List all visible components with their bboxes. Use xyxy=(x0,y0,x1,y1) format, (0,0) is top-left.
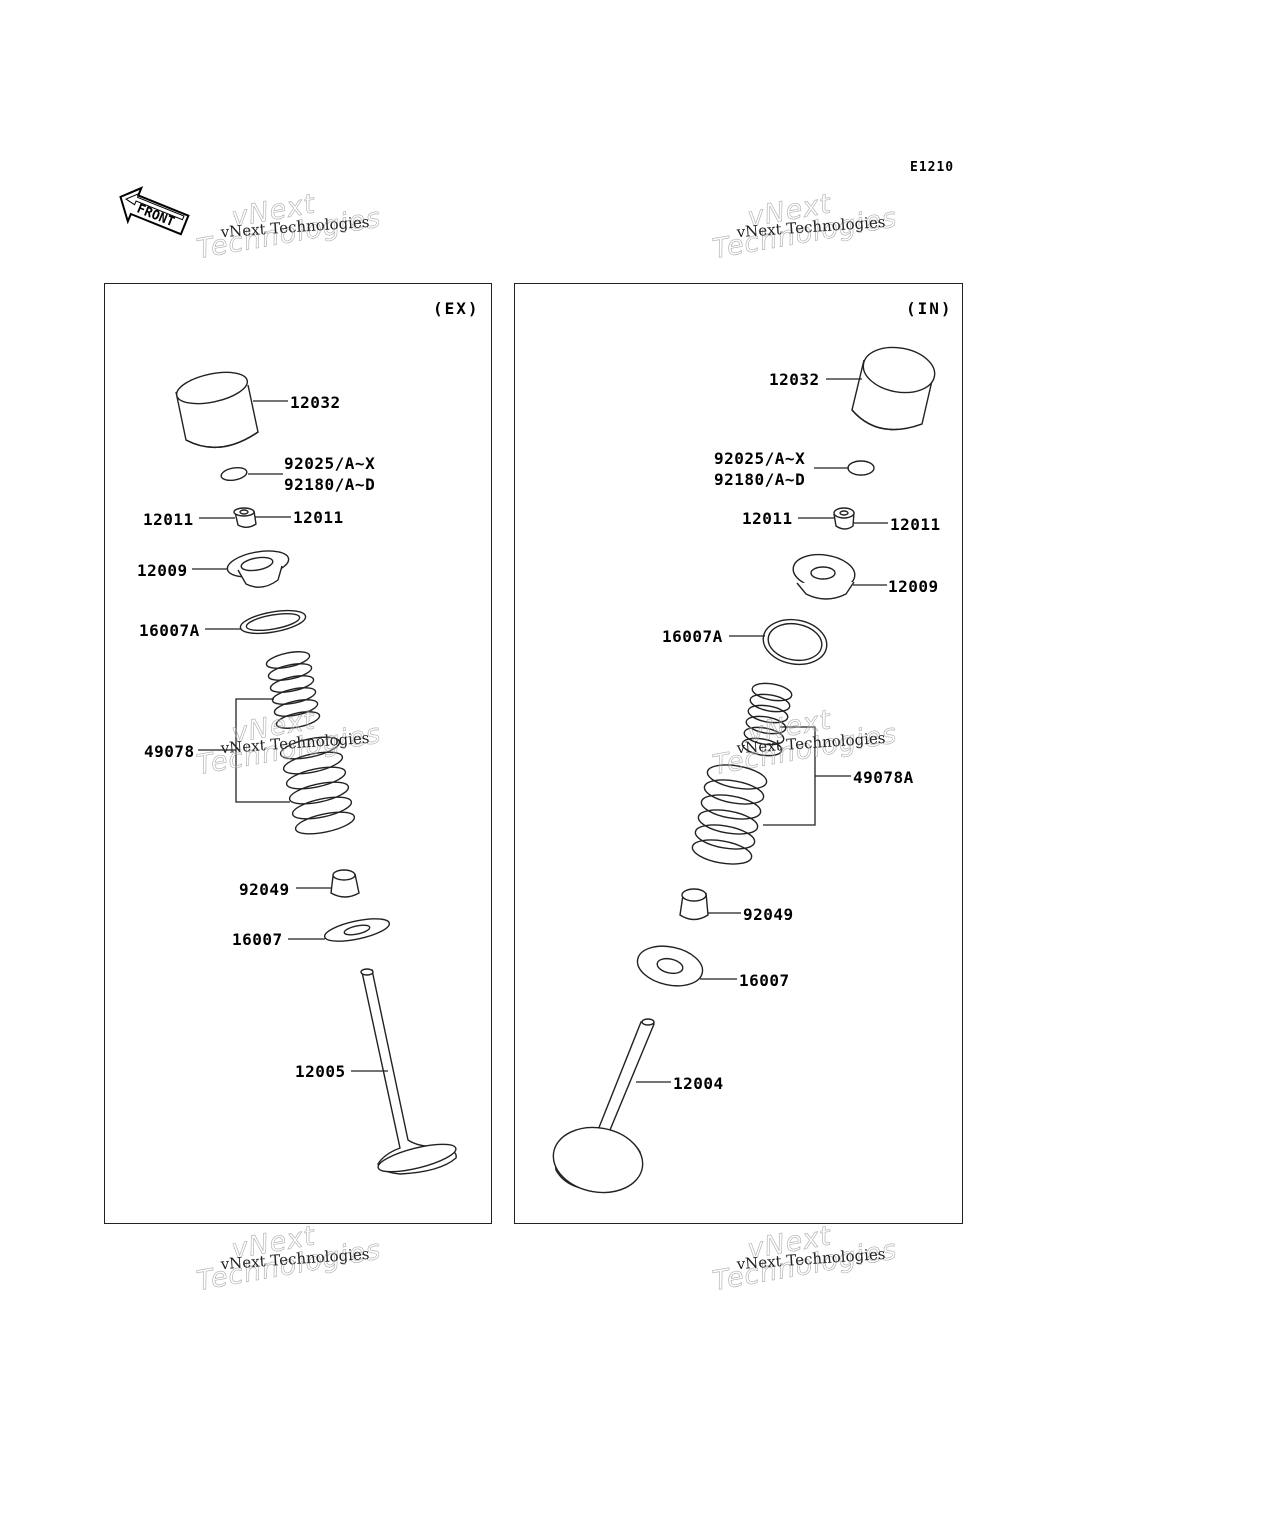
ex-label-retainer: 12009 xyxy=(137,561,188,580)
in-label-shim-a: 92025/A~X xyxy=(714,449,806,468)
ex-outer-spring-icon xyxy=(279,736,356,835)
leader-lines xyxy=(192,378,888,1083)
in-label-cotter-left: 12011 xyxy=(742,509,793,528)
in-label-spring: 49078A xyxy=(853,768,914,787)
in-label-spring-seat: 16007 xyxy=(739,971,790,990)
exhaust-panel xyxy=(104,283,492,1224)
ex-label-spring-seat-a: 16007A xyxy=(139,621,200,640)
in-retainer-icon xyxy=(792,553,856,600)
diagram-code: E1210 xyxy=(910,160,955,175)
in-lifter-icon xyxy=(851,346,936,431)
intake-panel xyxy=(514,283,963,1224)
in-label-cotter-right: 12011 xyxy=(890,515,941,534)
ex-lifter-icon xyxy=(175,371,259,449)
in-spring-seat-icon xyxy=(636,945,704,987)
ex-label-cotter-right: 12011 xyxy=(293,508,344,527)
in-shim-icon xyxy=(847,460,875,476)
ex-inner-spring-icon xyxy=(265,651,321,729)
ex-retainer-icon xyxy=(226,550,290,588)
in-spring-seat-a-icon xyxy=(762,618,828,666)
in-valve-icon xyxy=(552,1018,655,1194)
in-label-lifter: 12032 xyxy=(769,370,820,389)
ex-label-cotter-left: 12011 xyxy=(143,510,194,529)
ex-label-lifter: 12032 xyxy=(290,393,341,412)
in-seal-icon xyxy=(679,888,709,921)
ex-label-shim-b: 92180/A~D xyxy=(284,475,376,494)
ex-label-valve: 12005 xyxy=(295,1062,346,1081)
ex-spring-seat-a-icon xyxy=(239,609,307,635)
in-inner-spring-icon xyxy=(741,682,793,757)
ex-label-spring-seat: 16007 xyxy=(232,930,283,949)
ex-label-shim-a: 92025/A~X xyxy=(284,454,376,473)
intake-tag: (IN) xyxy=(906,299,953,318)
ex-label-seal: 92049 xyxy=(239,880,290,899)
ex-shim-icon xyxy=(220,466,248,482)
front-arrow-icon: FRONT xyxy=(112,180,192,254)
in-label-spring-seat-a: 16007A xyxy=(662,627,723,646)
in-label-retainer: 12009 xyxy=(888,577,939,596)
in-label-valve: 12004 xyxy=(673,1074,724,1093)
exhaust-tag: (EX) xyxy=(433,299,480,318)
ex-seal-icon xyxy=(330,869,360,898)
in-label-shim-b: 92180/A~D xyxy=(714,470,806,489)
in-label-seal: 92049 xyxy=(743,905,794,924)
ex-cotter-icon xyxy=(233,507,257,528)
ex-valve-icon xyxy=(360,968,457,1175)
in-outer-spring-icon xyxy=(691,764,768,865)
ex-label-spring: 49078 xyxy=(144,742,195,761)
in-cotter-icon xyxy=(833,507,855,530)
ex-spring-seat-icon xyxy=(323,918,391,942)
